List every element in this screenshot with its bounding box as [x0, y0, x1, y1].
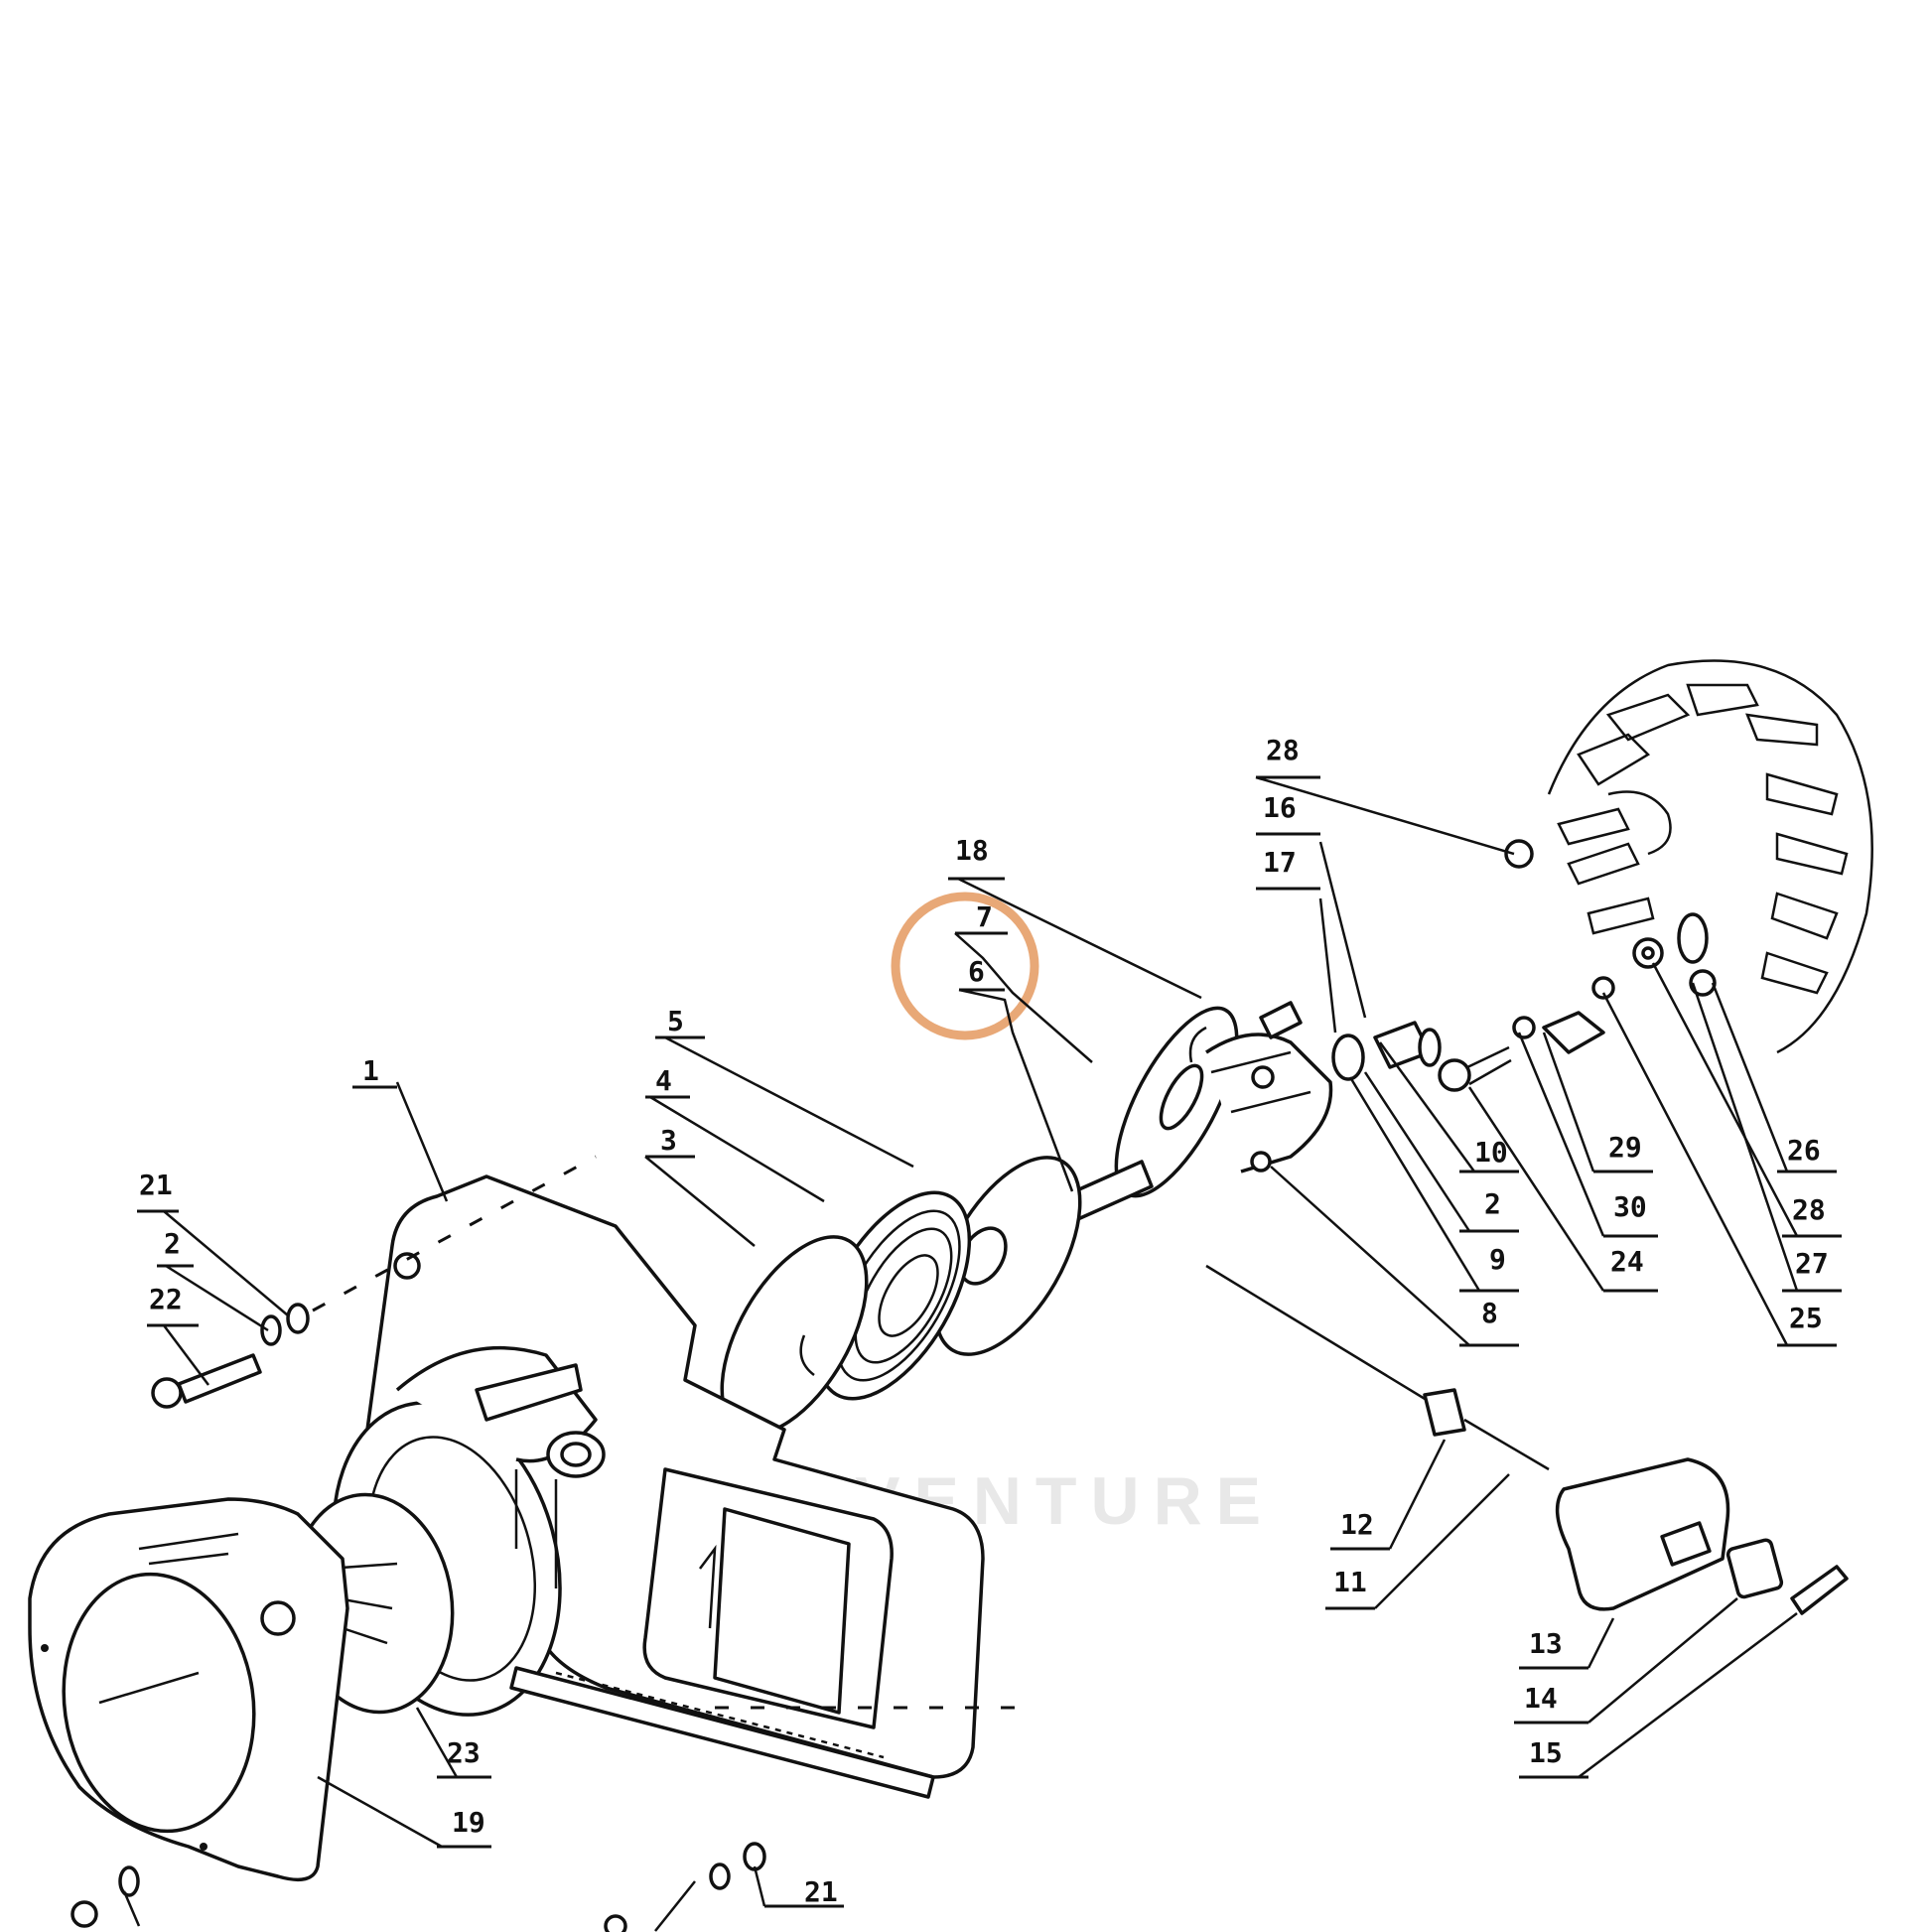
starter-handle-part-13	[1555, 1457, 1730, 1611]
callout-2-left: 2	[157, 1227, 194, 1268]
bottom-hardware	[70, 1842, 766, 1932]
callout-14: 14	[1514, 1682, 1588, 1725]
svg-text:10: 10	[1474, 1136, 1508, 1169]
callout-labels: 1 3 4 5 7 6 18 28 16 17 21 2 22 10 2 9 8…	[137, 734, 1842, 1908]
callout-29: 29	[1593, 1131, 1653, 1173]
callout-5: 5	[655, 1005, 705, 1039]
callout-22: 22	[147, 1283, 199, 1327]
starter-pulley-assembly	[1045, 1001, 1333, 1230]
callout-24: 24	[1603, 1245, 1658, 1293]
callout-28-top: 28	[1256, 734, 1320, 779]
small-hardware-right	[1331, 839, 1717, 1092]
handle-insert-part-14	[1725, 1538, 1784, 1599]
leader-lines	[122, 775, 1799, 1932]
callout-15: 15	[1519, 1736, 1588, 1779]
callout-9: 9	[1459, 1243, 1519, 1293]
svg-text:7: 7	[976, 900, 993, 933]
svg-text:23: 23	[447, 1736, 481, 1769]
callout-28-right: 28	[1782, 1193, 1842, 1238]
svg-text:28: 28	[1266, 734, 1300, 766]
callout-7: 7	[955, 900, 1008, 935]
callout-21-left: 21	[137, 1169, 179, 1213]
callout-27: 27	[1782, 1247, 1842, 1293]
callout-8: 8	[1459, 1297, 1519, 1347]
svg-text:2: 2	[1484, 1187, 1501, 1220]
svg-text:11: 11	[1333, 1566, 1367, 1598]
svg-text:29: 29	[1608, 1131, 1642, 1164]
callout-18: 18	[948, 834, 1005, 881]
svg-text:21: 21	[804, 1875, 838, 1908]
flywheel-fan	[1547, 659, 1873, 1054]
highlight-marker	[891, 892, 1039, 1040]
callout-16: 16	[1256, 791, 1320, 836]
starter-rope	[1205, 1264, 1550, 1471]
svg-text:21: 21	[139, 1169, 173, 1201]
svg-text:18: 18	[955, 834, 989, 867]
svg-text:3: 3	[660, 1124, 677, 1157]
svg-text:25: 25	[1789, 1302, 1823, 1334]
callout-11: 11	[1325, 1566, 1375, 1610]
svg-text:17: 17	[1263, 846, 1297, 879]
svg-text:8: 8	[1481, 1297, 1498, 1329]
svg-text:19: 19	[452, 1806, 485, 1839]
starter-housing-part-1	[332, 1174, 985, 1799]
svg-text:27: 27	[1795, 1247, 1829, 1280]
svg-text:24: 24	[1610, 1245, 1644, 1278]
callout-12: 12	[1330, 1508, 1390, 1551]
svg-text:1: 1	[362, 1054, 379, 1087]
svg-text:13: 13	[1529, 1627, 1563, 1660]
callout-10: 10	[1459, 1136, 1519, 1173]
svg-text:9: 9	[1489, 1243, 1506, 1276]
callout-19: 19	[437, 1806, 491, 1849]
svg-text:16: 16	[1263, 791, 1297, 824]
svg-text:30: 30	[1613, 1190, 1647, 1223]
callout-3: 3	[645, 1124, 695, 1159]
callout-25: 25	[1777, 1302, 1837, 1347]
svg-text:15: 15	[1529, 1736, 1563, 1769]
svg-text:12: 12	[1340, 1508, 1374, 1541]
handle-plate-part-15	[1790, 1565, 1849, 1615]
svg-text:14: 14	[1524, 1682, 1558, 1715]
callout-2-right: 2	[1459, 1187, 1519, 1233]
callout-23: 23	[437, 1736, 491, 1779]
svg-text:28: 28	[1792, 1193, 1826, 1226]
svg-text:22: 22	[149, 1283, 183, 1315]
svg-text:2: 2	[164, 1227, 181, 1260]
svg-text:26: 26	[1787, 1134, 1821, 1167]
callout-30: 30	[1603, 1190, 1658, 1238]
svg-text:6: 6	[968, 955, 985, 988]
callout-21-bottom: 21	[764, 1875, 844, 1908]
svg-text:4: 4	[655, 1064, 672, 1097]
callout-4: 4	[645, 1064, 690, 1099]
cover-part-19	[28, 1497, 349, 1882]
callout-1: 1	[352, 1054, 397, 1089]
callout-17: 17	[1256, 846, 1320, 891]
callout-6: 6	[959, 955, 1005, 992]
svg-text:5: 5	[667, 1005, 684, 1037]
screw-part-22	[151, 1303, 310, 1409]
callout-13: 13	[1519, 1627, 1588, 1670]
disc-part-5	[933, 1156, 1082, 1356]
callout-26: 26	[1777, 1134, 1837, 1173]
